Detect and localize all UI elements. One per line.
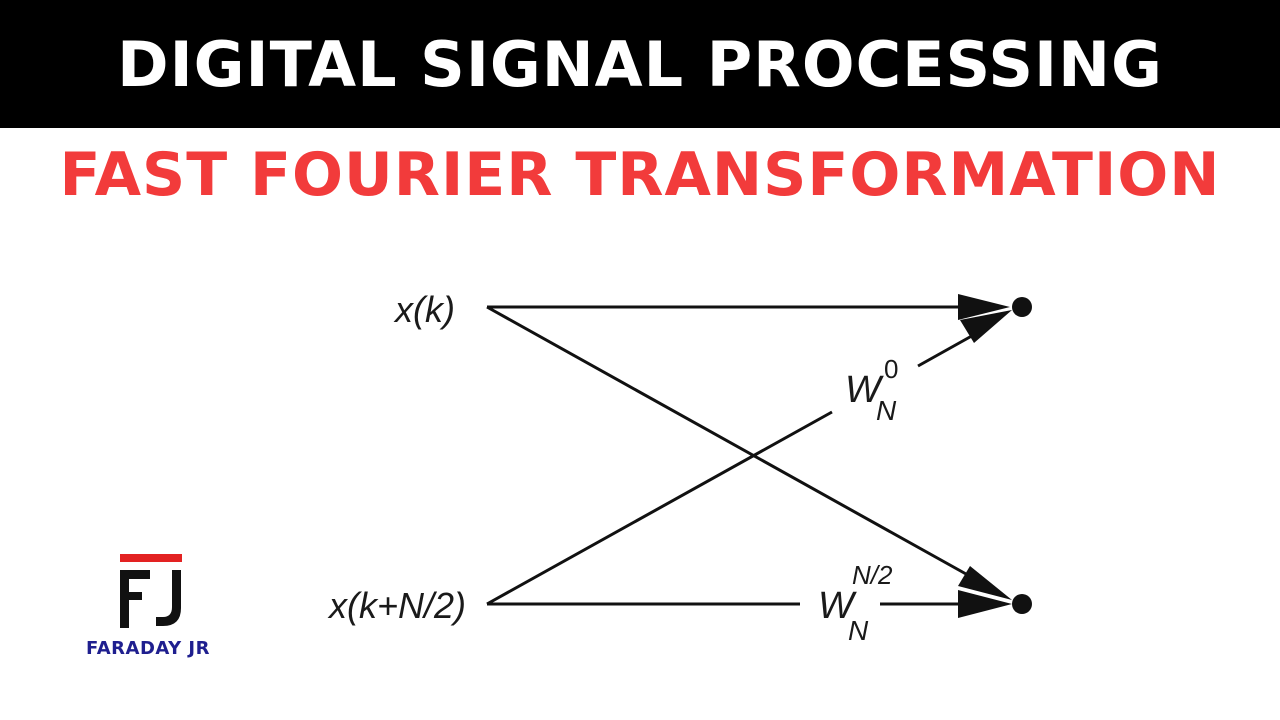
bottom-output-node <box>1012 594 1032 614</box>
twiddle-bottom-arrowhead <box>958 590 1012 618</box>
logo-text: FARADAY JR <box>86 638 210 659</box>
twiddle-bottom-base: W <box>818 585 857 627</box>
top-horizontal-arrowhead <box>958 294 1010 320</box>
top-output-node <box>1012 297 1032 317</box>
diagonal-down-arrowhead <box>958 566 1012 600</box>
subtitle: FAST FOURIER TRANSFORMATION <box>59 140 1221 210</box>
twiddle-top-arrowhead <box>960 310 1012 343</box>
twiddle-bottom-sub: N <box>848 615 869 646</box>
main-title: DIGITAL SIGNAL PROCESSING <box>117 27 1163 101</box>
faraday-jr-logo: FARADAY JR <box>80 552 230 667</box>
twiddle-top-base: W <box>845 369 884 411</box>
twiddle-top-sub: N <box>876 395 897 426</box>
fj-logo-icon <box>120 554 182 628</box>
twiddle-top-sup: 0 <box>884 354 898 384</box>
input-top-label: x(k) <box>393 289 455 330</box>
title-bar: DIGITAL SIGNAL PROCESSING <box>0 0 1280 128</box>
diagonal-down-line <box>486 305 976 581</box>
twiddle-bottom-sup: N/2 <box>852 560 893 590</box>
diagonal-up-line <box>486 410 833 606</box>
input-bottom-label: x(k+N/2) <box>327 585 466 626</box>
